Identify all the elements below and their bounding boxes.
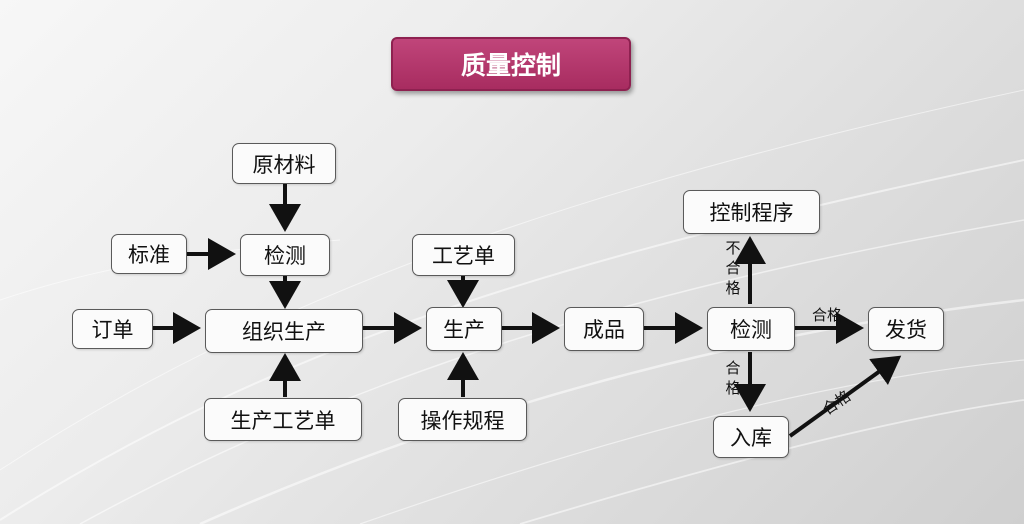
node-inspect-2: 检测 bbox=[707, 307, 795, 351]
node-order: 订单 bbox=[72, 309, 153, 349]
page-title: 质量控制 bbox=[391, 37, 631, 91]
node-control-procedure: 控制程序 bbox=[683, 190, 820, 234]
node-process-sheet: 工艺单 bbox=[412, 234, 515, 276]
node-organize-production: 组织生产 bbox=[205, 309, 363, 353]
node-production: 生产 bbox=[426, 307, 502, 351]
edge-label-qualified-down: 合 格 bbox=[725, 359, 741, 397]
node-warehouse-in: 入库 bbox=[713, 416, 789, 458]
node-inspect-1: 检测 bbox=[240, 234, 330, 276]
node-shipping: 发货 bbox=[868, 307, 944, 351]
node-production-process-sheet: 生产工艺单 bbox=[204, 398, 362, 441]
edge-label-unqualified: 不 合 格 bbox=[725, 239, 741, 297]
node-operating-procedures: 操作规程 bbox=[398, 398, 527, 441]
node-raw-material: 原材料 bbox=[232, 143, 336, 184]
arrow-warehouse-to-shipping bbox=[788, 355, 902, 438]
edge-label-qualified-right: 合格 bbox=[812, 306, 843, 324]
node-finished-product: 成品 bbox=[564, 307, 644, 351]
node-standard: 标准 bbox=[111, 234, 187, 274]
